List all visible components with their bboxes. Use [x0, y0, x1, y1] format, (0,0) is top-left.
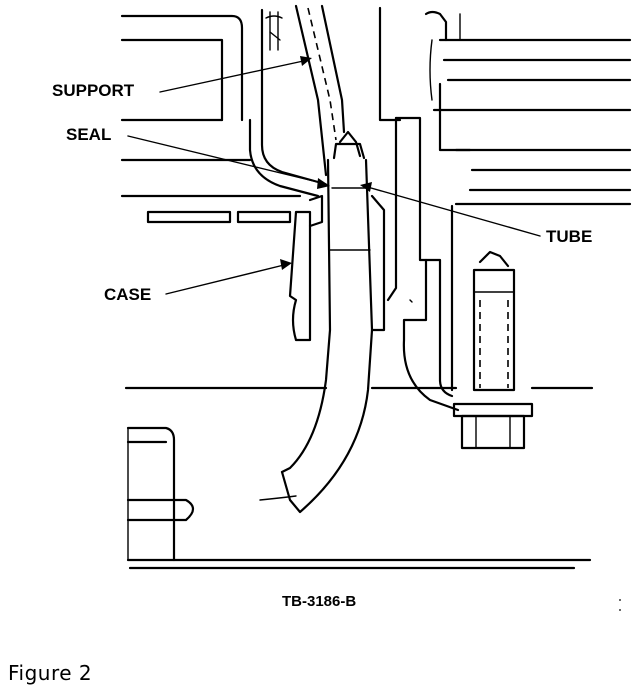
case-body: [288, 194, 386, 342]
bolt: [452, 250, 534, 450]
leader-lines: [127, 56, 541, 295]
case-leader: [165, 263, 289, 295]
support-passage: [294, 4, 346, 177]
figure-reference-code: TB-3186-B: [282, 593, 356, 610]
lower-area: [124, 299, 594, 570]
right-assembly: [378, 6, 632, 206]
tube-arrowhead: [360, 182, 372, 192]
speck: [619, 599, 621, 601]
seal-arrowhead: [317, 178, 330, 189]
figure-caption: Figure 2: [8, 661, 93, 685]
case-label: CASE: [104, 285, 151, 304]
support-leader: [159, 59, 309, 93]
tube-leader: [363, 185, 541, 237]
support-label: SUPPORT: [52, 81, 135, 100]
center-web: [386, 116, 460, 412]
seal-leader: [127, 135, 327, 185]
tube: [259, 130, 374, 514]
support-housing: [120, 8, 320, 224]
seal-label: SEAL: [66, 125, 111, 144]
tube-label: TUBE: [546, 227, 592, 246]
case-arrowhead: [280, 259, 292, 270]
speck: [619, 609, 621, 611]
support-arrowhead: [300, 56, 312, 66]
